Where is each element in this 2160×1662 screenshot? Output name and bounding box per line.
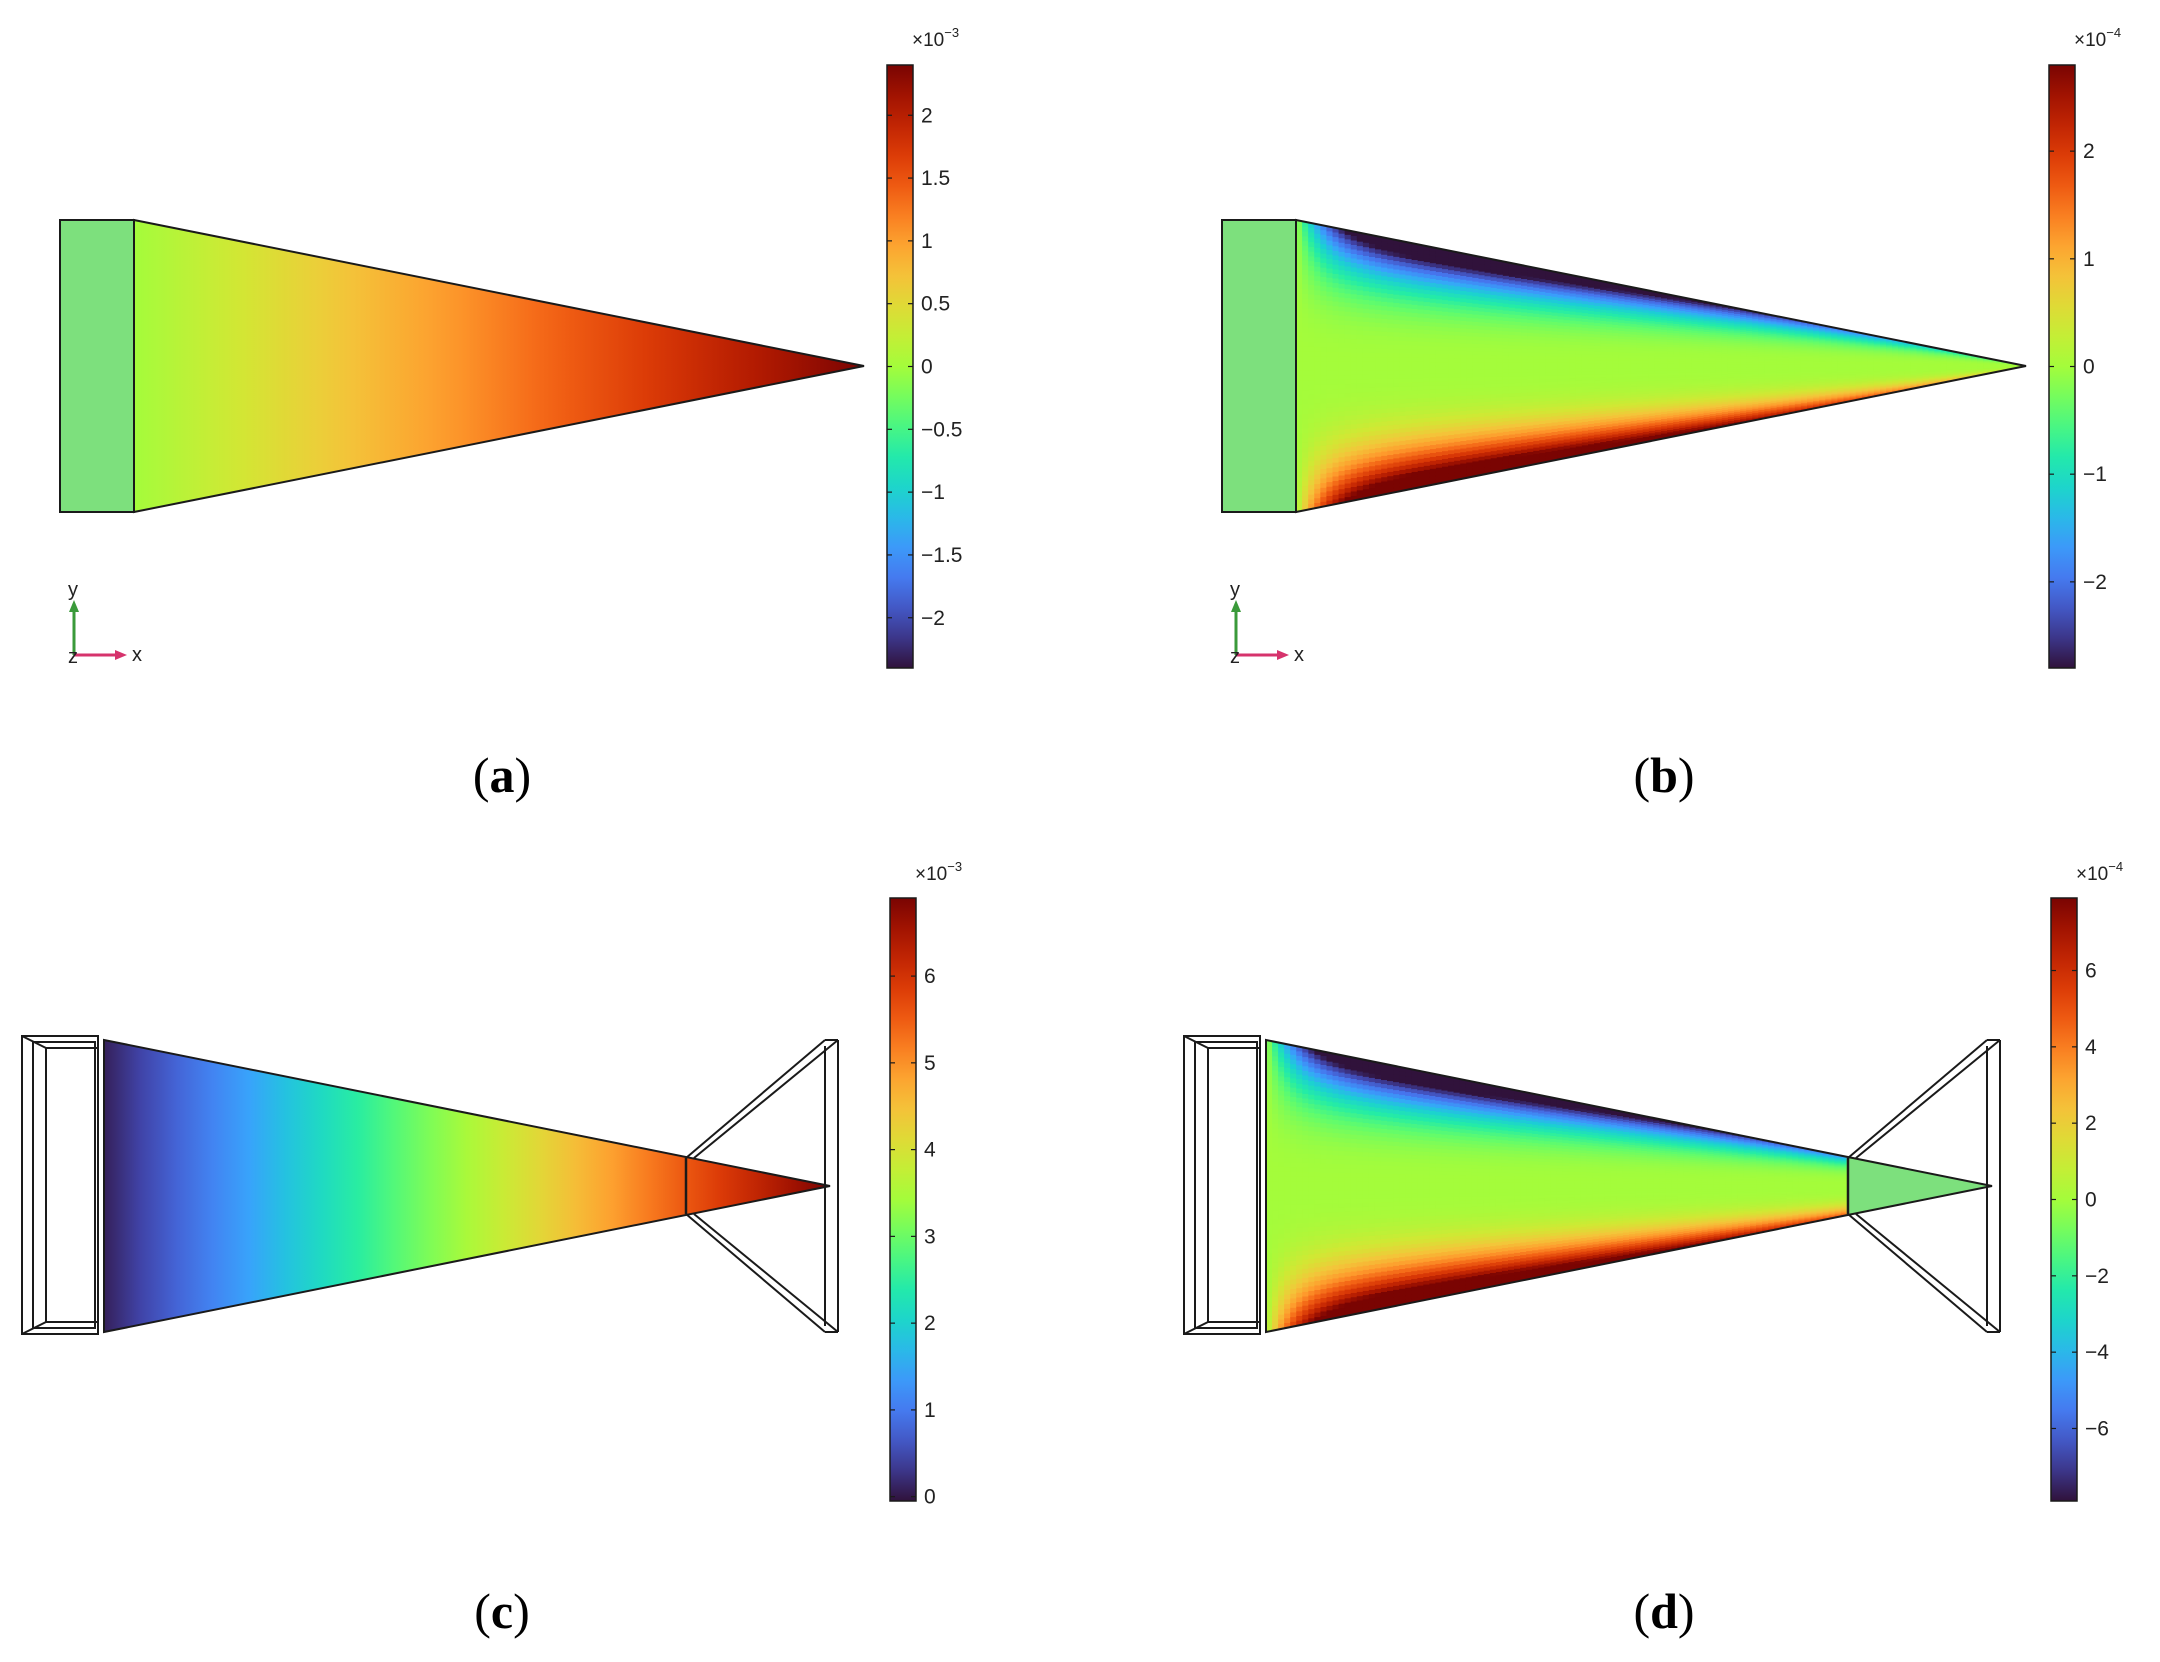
panel-d-colorbar-tick-label: 4 — [2085, 1036, 2097, 1059]
panel-d-colorbar-tick-label: −2 — [2085, 1265, 2109, 1288]
panel-c-colorbar-tick-label: 4 — [924, 1139, 936, 1162]
panel-d-colorbar: ×10−4 6 4 2 0 −2 −4 −6 — [2050, 859, 2123, 1502]
panel-b-colorbar-tick-label: −1 — [2083, 463, 2107, 486]
panel-a-colorbar-tick-label: −0.5 — [921, 418, 962, 441]
panel-c-caption: (c) — [474, 1583, 530, 1639]
panel-d-colorbar-tick-label: 2 — [2085, 1112, 2097, 1135]
panel-b: ×10−4 2 1 0 −1 −2 y x z (b) — [1221, 25, 2121, 803]
panel-c-colorbar-tick-label: 5 — [924, 1052, 936, 1075]
panel-a-y-arrowhead — [69, 600, 79, 612]
panel-a-colorbar: ×10−3 2 1.5 1 0.5 0 −0.5 −1 −1.5 −2 — [886, 25, 962, 669]
panel-a-colorbar-tick-label: 2 — [921, 104, 933, 127]
panel-c-colorbar-tick-label: 6 — [924, 965, 936, 988]
panel-b-z-axis-label: z — [1230, 646, 1240, 668]
panel-a-base-block — [59, 219, 135, 513]
panel-d-tip-wireframe — [1847, 1039, 2001, 1333]
panel-c-colorbar-tick-label: 0 — [924, 1486, 936, 1509]
panel-c-colorbar-ticks: 6 5 4 3 2 1 0 — [890, 965, 936, 1509]
panel-b-y-axis-label: y — [1230, 579, 1240, 601]
panel-b-horn-outline — [1295, 218, 2027, 514]
panel-a-x-axis-label: x — [132, 644, 142, 666]
panel-a-y-axis-label: y — [68, 579, 78, 601]
panel-d-colorbar-tick-label: 0 — [2085, 1189, 2097, 1212]
panel-d-colorbar-ticks: 6 4 2 0 −2 −4 −6 — [2051, 960, 2109, 1440]
panel-b-x-axis-label: x — [1294, 644, 1304, 666]
panel-a: ×10−3 2 1.5 1 0.5 0 −0.5 −1 −1.5 −2 y x z (a) — [59, 25, 962, 803]
panel-c-colorbar: ×10−3 6 5 4 3 2 1 0 — [889, 859, 962, 1509]
panel-b-colorbar-tick-label: 0 — [2083, 356, 2095, 379]
panel-a-colorbar-tick-label: 1 — [921, 230, 933, 253]
panel-a-colorbar-tick-label: 0.5 — [921, 293, 950, 316]
panel-c-colorbar-multiplier: ×10−3 — [915, 859, 962, 885]
panel-b-colorbar-tick-label: −2 — [2083, 571, 2107, 594]
panel-b-horn-field — [1296, 220, 2026, 512]
panel-c: ×10−3 6 5 4 3 2 1 0 (c) — [21, 859, 962, 1639]
panel-b-caption: (b) — [1633, 747, 1694, 803]
panel-c-horn-field — [103, 1038, 831, 1334]
panel-d-tip-field — [1848, 1158, 1992, 1214]
panel-a-colorbar-tick-label: −1.5 — [921, 544, 962, 567]
panel-a-caption: (a) — [473, 747, 531, 803]
panel-d-colorbar-multiplier: ×10−4 — [2076, 859, 2123, 885]
panel-d-colorbar-tick-label: −4 — [2085, 1341, 2109, 1364]
panel-a-horn-field — [133, 218, 865, 514]
panel-b-colorbar-tick-label: 2 — [2083, 140, 2095, 163]
panel-a-colorbar-tick-label: 1.5 — [921, 167, 950, 190]
panel-a-z-axis-label: z — [68, 646, 78, 668]
panel-b-x-arrowhead — [1277, 650, 1289, 660]
panel-b-axis-triad: y x z — [1230, 579, 1304, 668]
panel-b-colorbar: ×10−4 2 1 0 −1 −2 — [2048, 25, 2121, 669]
panel-c-colorbar-tick-label: 2 — [924, 1312, 936, 1335]
panel-d-caption: (d) — [1633, 1583, 1694, 1639]
panel-a-colorbar-tick-label: −1 — [921, 481, 945, 504]
panel-d-colorbar-tick-label: 6 — [2085, 960, 2097, 983]
panel-b-colorbar-tick-label: 1 — [2083, 248, 2095, 271]
panel-c-colorbar-tick-label: 3 — [924, 1225, 936, 1248]
panel-a-colorbar-multiplier: ×10−3 — [912, 25, 959, 51]
panel-d-colorbar-tick-label: −6 — [2085, 1417, 2109, 1440]
panel-c-colorbar-tick-label: 1 — [924, 1399, 936, 1422]
panel-c-colorbar-gradient — [889, 897, 917, 1502]
panel-d: ×10−4 6 4 2 0 −2 −4 −6 (d) — [1183, 859, 2123, 1639]
panel-a-axis-triad: y x z — [68, 579, 142, 668]
panel-a-colorbar-tick-label: −2 — [921, 607, 945, 630]
panel-a-x-arrowhead — [115, 650, 127, 660]
panel-b-colorbar-ticks: 2 1 0 −1 −2 — [2049, 140, 2107, 594]
panel-d-horn-outline — [1265, 1038, 1993, 1334]
panel-c-tip-wireframe — [685, 1039, 839, 1333]
panel-a-colorbar-ticks: 2 1.5 1 0.5 0 −0.5 −1 −1.5 −2 — [887, 104, 962, 630]
panel-b-colorbar-multiplier: ×10−4 — [2074, 25, 2121, 51]
panel-b-base-block — [1221, 219, 1297, 513]
panel-c-base-wireframe — [21, 1035, 99, 1335]
panel-b-y-arrowhead — [1231, 600, 1241, 612]
panel-d-base-wireframe — [1183, 1035, 1261, 1335]
panel-a-colorbar-tick-label: 0 — [921, 356, 933, 379]
